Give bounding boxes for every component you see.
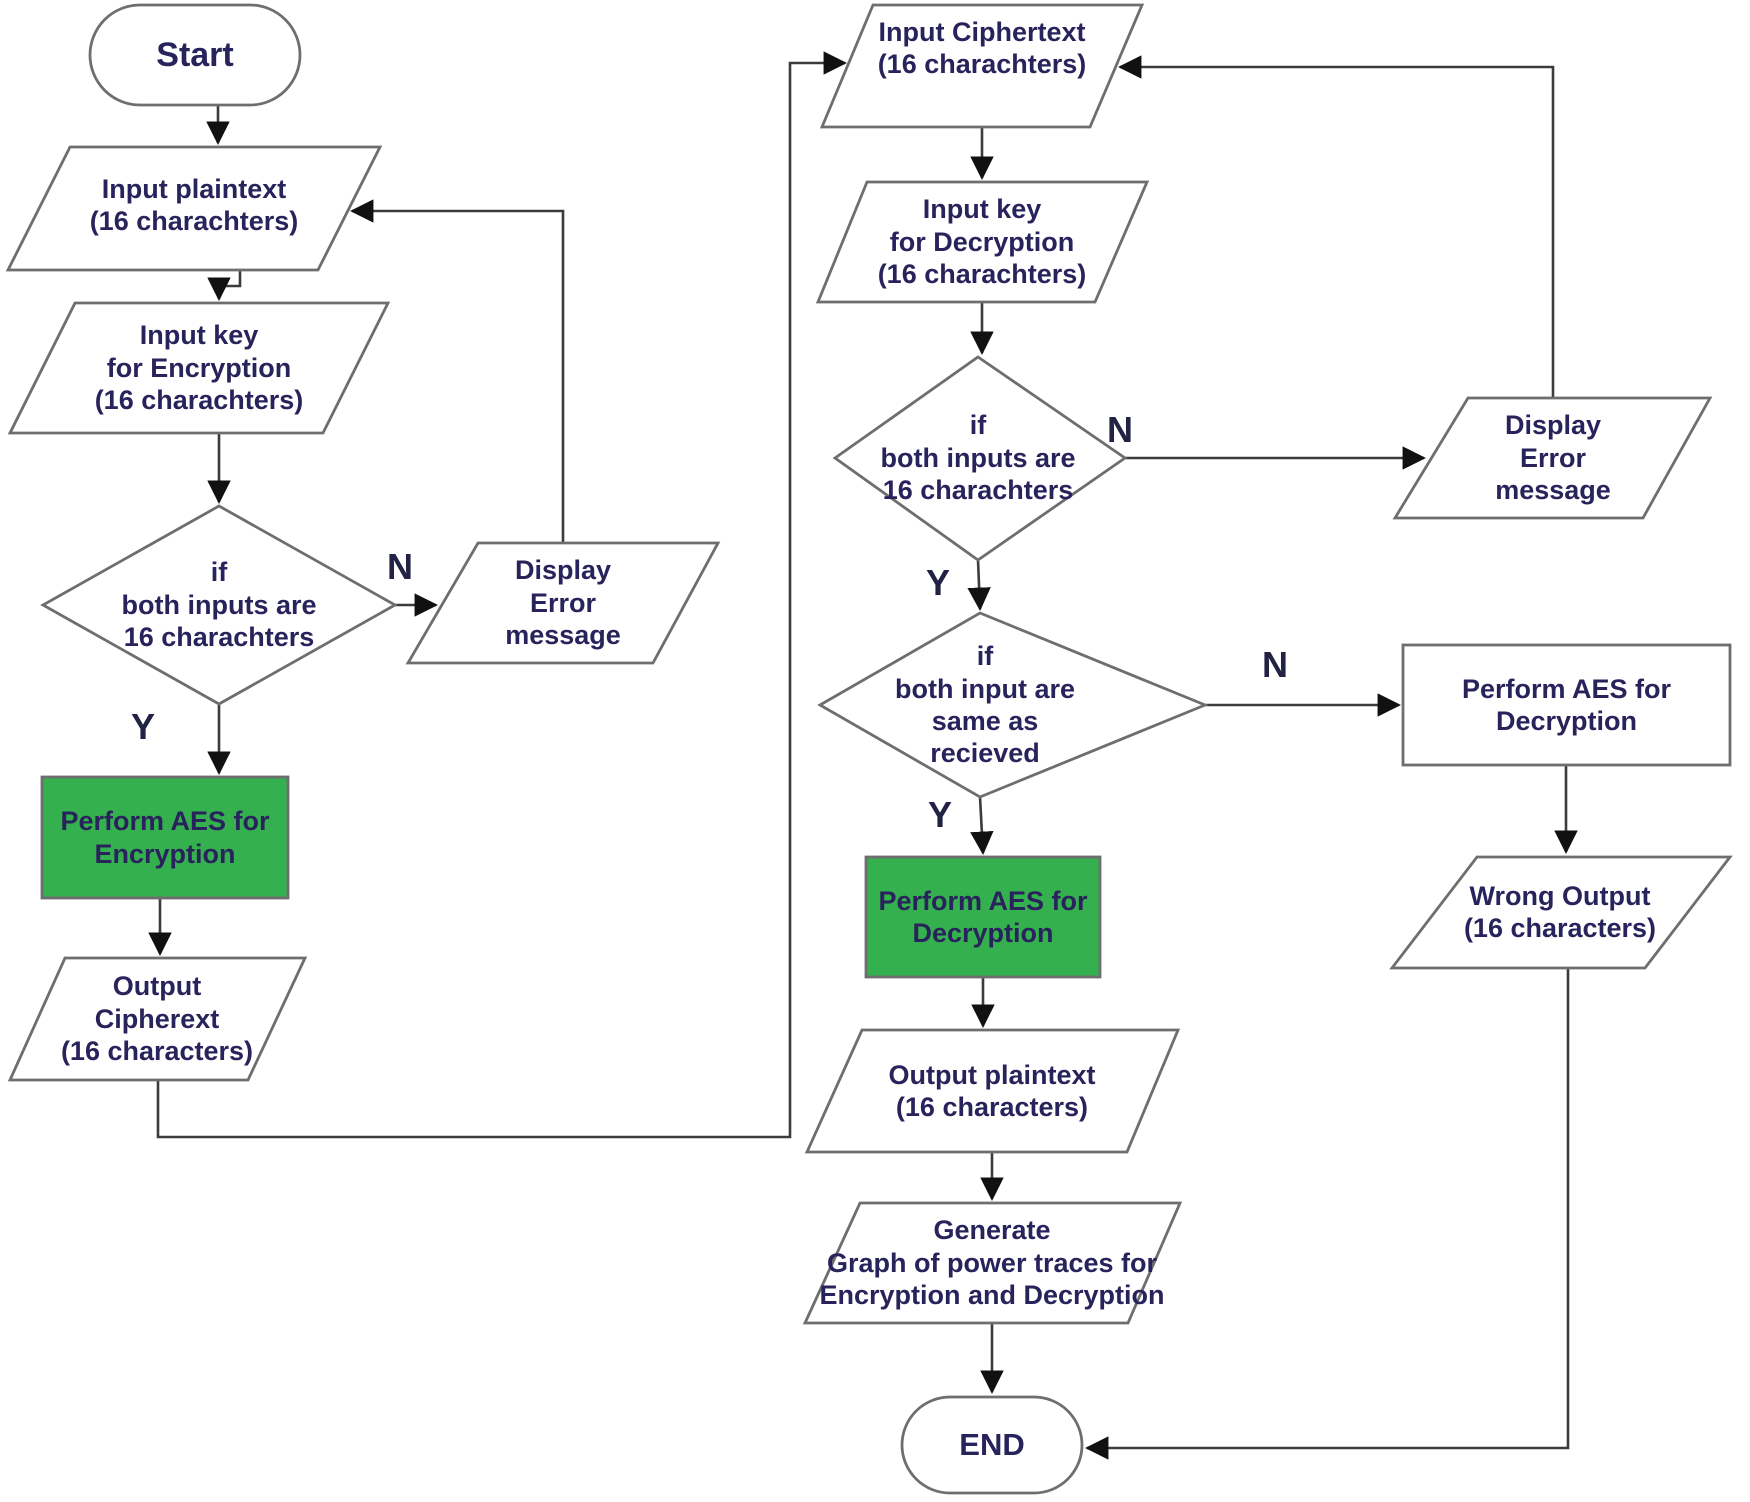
output-plaintext-parallelogram — [804, 1028, 1181, 1154]
input-plaintext-parallelogram — [5, 145, 383, 272]
display-error-left-parallelogram — [405, 541, 721, 665]
perform-aes-decryption-box — [864, 855, 1102, 979]
input-key-decryption-parallelogram — [815, 180, 1150, 304]
edge-output-cipherext-to-input-ciphertext — [156, 51, 847, 1139]
output-cipherext-parallelogram — [7, 956, 308, 1082]
edge-wrong-output-to-end — [1085, 968, 1570, 1460]
perform-aes-encryption-box — [40, 775, 290, 900]
edge-decision-length-y — [967, 559, 991, 611]
decision-same-diamond — [817, 611, 1209, 799]
end-terminator-shape — [900, 1395, 1084, 1495]
decision-length-diamond — [832, 355, 1128, 562]
decision-encryption-diamond — [40, 504, 398, 706]
edge-display-error-left-loop — [350, 199, 565, 543]
wrong-output-parallelogram — [1389, 855, 1733, 970]
edge-display-error-right-loop — [1118, 55, 1555, 398]
perform-aes-decryption-wrong-branch-box — [1401, 643, 1732, 767]
edge-decision-same-y — [970, 796, 994, 855]
start-terminator-shape — [88, 3, 302, 107]
input-ciphertext-parallelogram — [819, 3, 1145, 129]
edge-input-plaintext-to-input-key — [207, 270, 242, 301]
input-key-encryption-parallelogram — [7, 301, 391, 435]
display-error-right-parallelogram — [1392, 396, 1713, 520]
generate-graph-parallelogram — [802, 1201, 1183, 1325]
